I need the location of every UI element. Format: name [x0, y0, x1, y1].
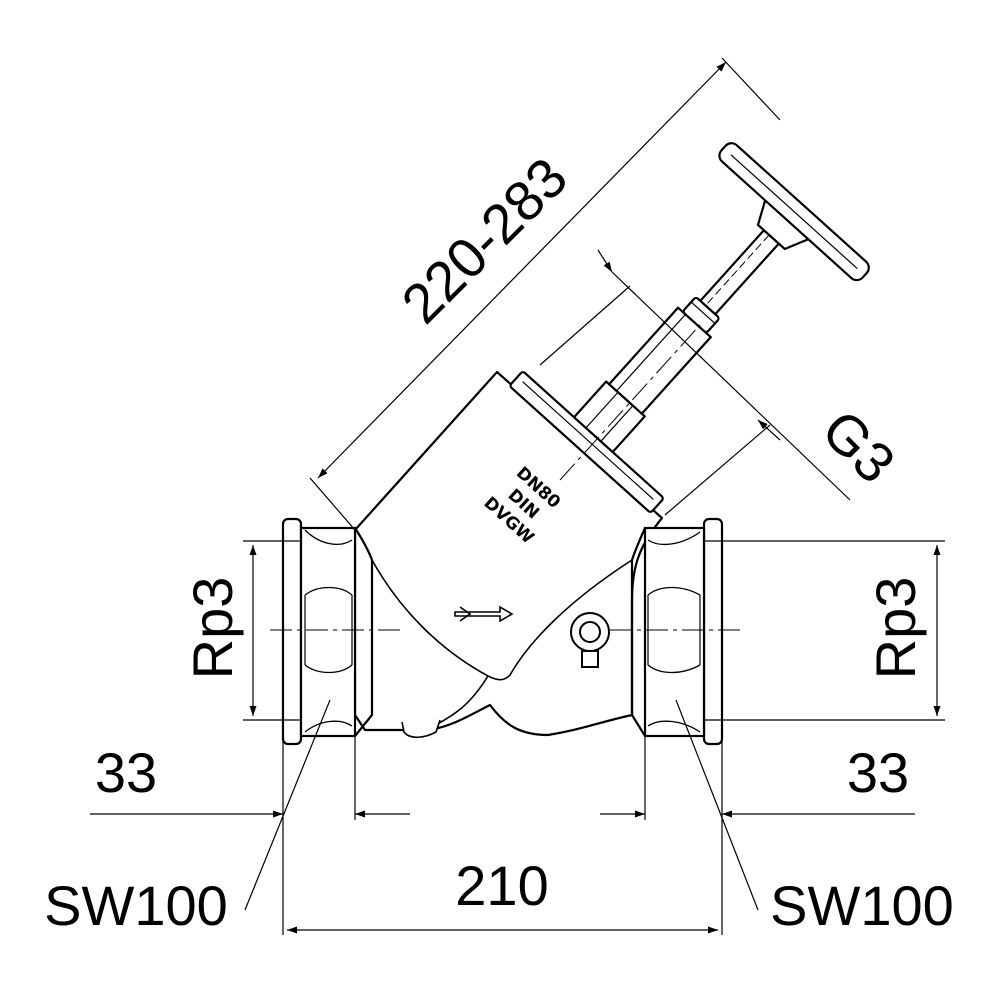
dim-text-33-left: 33: [95, 741, 157, 804]
test-port-plug: [570, 612, 610, 668]
stem: [699, 229, 780, 316]
dim-text-rp3-left: Rp3: [181, 577, 244, 680]
dimension-lines: [90, 57, 945, 935]
dim-text-33-right: 33: [847, 741, 909, 804]
right-socket: [630, 517, 724, 746]
dim-text-sw100-right: SW100: [770, 874, 954, 937]
dim-text-g3: G3: [810, 398, 907, 495]
dim-text-rp3-right: Rp3: [864, 577, 927, 680]
dim-text-sw100-left: SW100: [44, 874, 228, 937]
flow-direction-arrow: [454, 605, 514, 623]
dim-text-210: 210: [455, 854, 548, 917]
dim-line-220-283: [317, 61, 727, 479]
left-socket: [281, 517, 374, 746]
